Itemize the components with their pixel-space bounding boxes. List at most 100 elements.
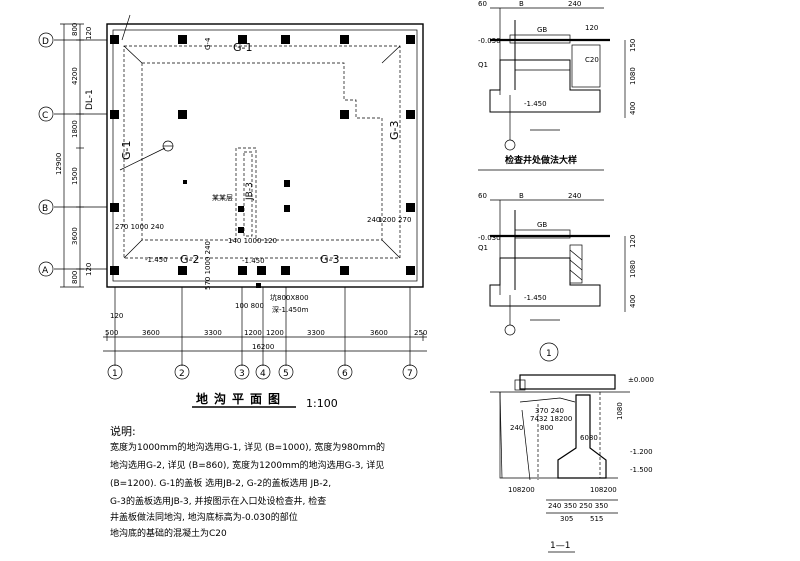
d2-label-1080: 1080 — [629, 260, 637, 278]
axis-bubble-6 — [337, 364, 353, 380]
section-dims-bottom: 240 350 250 350 — [548, 502, 608, 510]
section-elev-top: ±0.000 — [628, 376, 654, 384]
d2-label-q1: Q1 — [478, 244, 488, 252]
label-depth-mid: -1.450 — [242, 257, 265, 265]
axis-label-7: 7 — [407, 369, 413, 379]
axis-bubble-3 — [234, 364, 250, 380]
section-elev-2: -1.500 — [630, 466, 653, 474]
axis-label-5: 5 — [283, 369, 289, 379]
axis-bubble-7 — [402, 364, 418, 380]
col-axes: 500 3600 3300 1200 1200 3300 3600 250 16… — [103, 287, 427, 380]
axis-bubble-c — [38, 106, 54, 122]
d1-label-b: B — [519, 0, 524, 8]
label-g3-right: G-3 — [388, 121, 401, 141]
section-dim-240: 240 — [510, 424, 523, 432]
col-dim-2: 3300 — [204, 329, 222, 337]
section-dim-800: 800 — [540, 424, 553, 432]
axis-label-c: C — [42, 111, 48, 121]
section-dim-108200-b: 108200 — [590, 486, 617, 494]
row-dim-2: 1800 — [71, 120, 79, 138]
axis-bubble-1 — [107, 364, 123, 380]
col-dim-6: 3600 — [370, 329, 388, 337]
label-g4: G-4 — [204, 37, 212, 50]
axis-label-4: 4 — [260, 369, 266, 379]
section-circle — [539, 342, 559, 362]
axis-label-a: A — [42, 266, 49, 276]
detail-1: B 240 60 -0.030 GB Q1 -1.450 150 400 108… — [478, 0, 637, 171]
notes-heading: 说明: — [110, 424, 136, 438]
section-dim-370: 370 240 — [535, 407, 564, 415]
axis-label-6: 6 — [342, 369, 348, 379]
edge-dim-bottom: 120 — [85, 263, 93, 276]
col-dim-total: 16200 — [252, 343, 274, 351]
d1-label-60: 60 — [478, 0, 487, 8]
notes: 说明: 宽度为1000mm的地沟选用G-1, 详见 (B=1000), 宽度为9… — [110, 424, 385, 539]
row-dim-4: 3600 — [71, 227, 79, 245]
d2-label-gb: GB — [537, 221, 547, 229]
row-dim-0: 800 — [71, 23, 79, 36]
d2-label-b: B — [519, 192, 524, 200]
notes-line-2: 地沟选用G-2, 详见 (B=860), 宽度为1200mm的地沟选用G-3, … — [110, 459, 384, 471]
dim-270-1000-240: 270 1000 240 — [115, 223, 164, 231]
label-g1-left: G-1 — [120, 141, 133, 161]
col-dim-5: 3300 — [307, 329, 325, 337]
row-dim-5: 800 — [71, 271, 79, 284]
label-g2: G-2 — [180, 253, 200, 266]
plan-inner-wall — [112, 29, 418, 282]
d2-label-elev: -0.030 — [478, 234, 501, 242]
plan-outer-wall — [106, 23, 424, 288]
label-g3-bottom: G-3 — [320, 253, 340, 266]
row-dim-total: 12900 — [55, 153, 63, 175]
col-dim-7: 250 — [414, 329, 427, 337]
d1-label-c20: C20 — [585, 56, 599, 64]
row-dim-3: 1500 — [71, 167, 79, 185]
axis-bubble-5 — [278, 364, 294, 380]
axis-label-3: 3 — [239, 369, 245, 379]
col-dim-1: 3600 — [142, 329, 160, 337]
section-dim-108200-a: 108200 — [508, 486, 535, 494]
d1-label-depth: -1.450 — [524, 100, 547, 108]
row-dim-1: 4200 — [71, 67, 79, 85]
notes-line-5: 井盖板做法同地沟, 地沟底标高为-0.030的部位 — [110, 511, 298, 523]
section-circle-label: 1 — [546, 349, 552, 359]
section-dim-1080: 1080 — [616, 402, 624, 420]
d1-label-120: 120 — [585, 24, 598, 32]
trench-g1 — [123, 45, 401, 259]
edge-dim-top: 120 — [85, 27, 93, 40]
d1-axis-bubble — [504, 139, 516, 151]
plan-title: 地沟平面图 — [196, 391, 286, 406]
notes-line-4: G-3的盖板选用JB-3, 并按图示在入口处设检查井, 检查 — [110, 495, 326, 507]
d2-axis-bubble — [504, 324, 516, 336]
section-title: 1—1 — [550, 541, 570, 551]
axis-bubble-b — [38, 199, 54, 215]
notes-line-3: (B=1200). G-1的盖板 选用JB-2, G-2的盖板选用 JB-2, — [110, 477, 331, 489]
section-dim-7432: 7432 18200 — [530, 415, 572, 423]
section-1-1: 1 ±0.000 -1.200 -1.500 370 240 7432 1820… — [490, 342, 654, 553]
dim-100-800: 100 800 — [235, 302, 264, 310]
label-pit: 坑800X800 — [270, 293, 309, 302]
label-depth-left: -1.450 — [145, 256, 168, 264]
section-dim-305: 305 — [560, 515, 573, 523]
detail1-title: 检查井处做法大样 — [505, 154, 577, 166]
detail-2: B 240 60 GB Q1 -0.030 -1.450 120 400 108… — [478, 192, 637, 336]
label-g1-top: G-1 — [233, 41, 253, 54]
axis-label-d: D — [42, 37, 49, 47]
d1-label-240: 240 — [568, 0, 581, 8]
col-dim-0: 500 — [105, 329, 118, 337]
section-dim-515: 515 — [590, 515, 603, 523]
d1-label-150: 150 — [629, 39, 637, 52]
d2-label-400: 400 — [629, 295, 637, 308]
dim-1200-270: 1200 270 — [378, 216, 411, 224]
axis-bubble-4 — [255, 364, 271, 380]
axis-label-2: 2 — [179, 369, 185, 379]
axis-bubble-d — [38, 32, 54, 48]
section-dim-6080: 6080 — [580, 434, 598, 442]
dim-240: 240 — [367, 216, 380, 224]
d1-label-elev: -0.030 — [478, 37, 501, 45]
d2-label-depth: -1.450 — [524, 294, 547, 302]
row-axes: D C B A 800 4200 1800 1500 3600 800 1290… — [38, 23, 107, 288]
dim-140-1000-120: 140 1000 120 — [228, 237, 277, 245]
section-elev-1: -1.200 — [630, 448, 653, 456]
axis-label-1: 1 — [112, 369, 118, 379]
